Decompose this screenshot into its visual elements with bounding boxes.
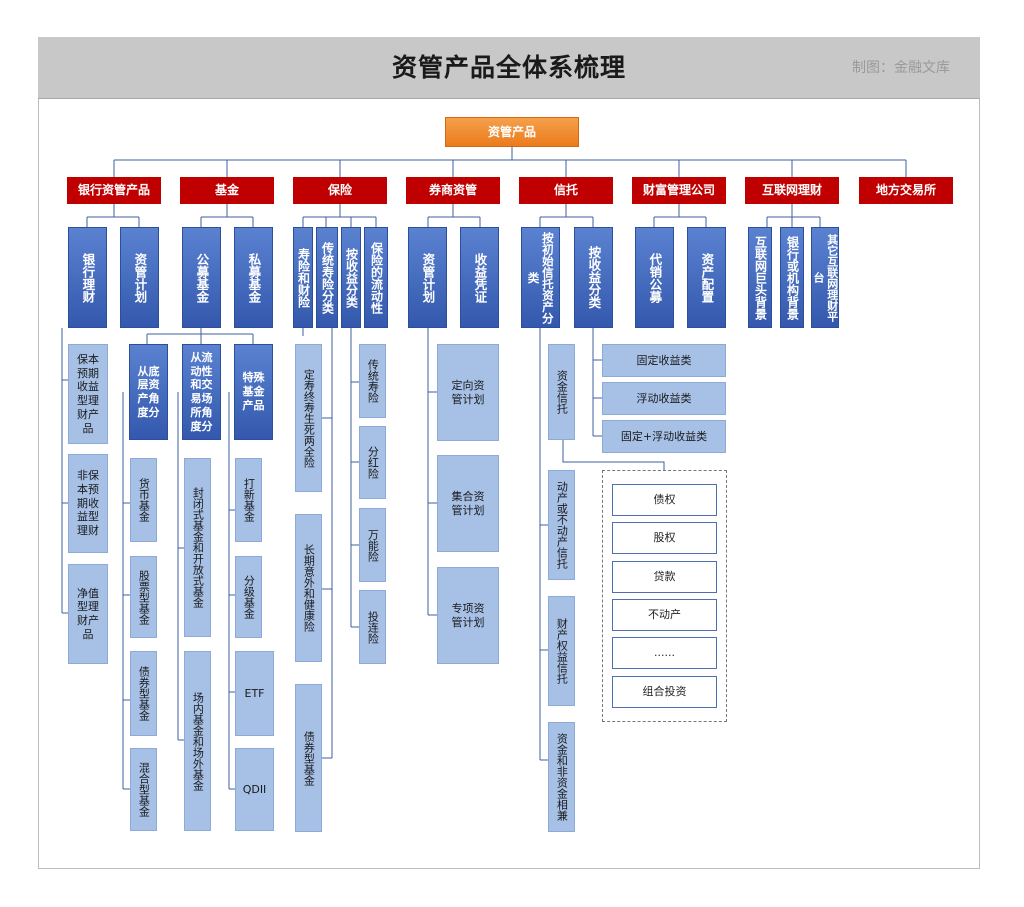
broker-leaf: 集合资管计划: [437, 455, 499, 552]
trust-fund-use: 股权: [612, 522, 717, 554]
bank-leaf: 保本预期收益型理财产品: [68, 344, 108, 444]
fund-angle: 从流动性和交易场所角度分: [182, 344, 221, 440]
credit-label: 制图：金融文库: [852, 60, 950, 76]
insurance-life-leaf: 债券型基金: [295, 684, 322, 832]
fund-angle: 从底层资产角度分: [129, 344, 168, 440]
insurance-income-leaf: 投连险: [359, 590, 386, 664]
internet-sub: 互联网巨头背景: [748, 227, 772, 328]
trust-sub: 按初始信托资产分类: [521, 227, 560, 328]
header-bar: 资管产品全体系梳理 制图：金融文库: [38, 37, 980, 99]
fund-angle: 特殊基金产品: [234, 344, 273, 440]
fund-special-leaf: 打新基金: [235, 458, 262, 542]
insurance-life-leaf: 长期意外和健康险: [295, 514, 322, 662]
trust-asset-leaf: 资金和非资金相兼: [548, 722, 575, 832]
category-fund: 基金: [180, 177, 274, 204]
category-insurance: 保险: [293, 177, 387, 204]
insurance-sub: 传统寿险分类: [316, 227, 338, 328]
root-node: 资管产品: [445, 117, 579, 147]
trust-fund-use: ......: [612, 637, 717, 669]
fund-asset-leaf: 债券型基金: [130, 651, 157, 736]
bank-leaf: 非保本预期收益型理财: [68, 454, 108, 553]
insurance-sub: 按收益分类: [341, 227, 361, 328]
wealth-sub: 代销公募: [635, 227, 674, 328]
fund-liquidity-leaf: 封闭式基金和开放式基金: [184, 458, 211, 637]
trust-fund-use: 债权: [612, 484, 717, 516]
insurance-income-leaf: 分红险: [359, 426, 386, 499]
fund-sub: 公募基金: [182, 227, 221, 328]
trust-asset-leaf: 财产权益信托: [548, 596, 575, 706]
trust-income-leaf: 固定+浮动收益类: [602, 420, 726, 453]
page-title: 资管产品全体系梳理: [391, 53, 626, 82]
trust-sub: 按收益分类: [574, 227, 613, 328]
bank-sub: 银行理财: [68, 227, 107, 328]
fund-asset-leaf: 股票型基金: [130, 556, 157, 638]
trust-fund-uses-group: [602, 470, 727, 722]
category-broker: 券商资管: [406, 177, 500, 204]
internet-sub: 其它互联网理财平台: [811, 227, 839, 328]
fund-special-leaf: QDII: [235, 748, 274, 831]
insurance-sub: 保险的流动性: [364, 227, 388, 328]
fund-liquidity-leaf: 场内基金和场外基金: [184, 651, 211, 831]
wealth-sub: 资产配置: [687, 227, 726, 328]
fund-sub: 私募基金: [234, 227, 273, 328]
insurance-life-leaf: 定寿终寿生死两全险: [295, 344, 322, 492]
trust-income-leaf: 固定收益类: [602, 344, 726, 377]
trust-fund-use: 不动产: [612, 599, 717, 631]
broker-sub: 资管计划: [408, 227, 447, 328]
insurance-sub: 寿险和财险: [293, 227, 313, 328]
category-bank: 银行资管产品: [67, 177, 161, 204]
fund-special-leaf: 分级基金: [235, 556, 262, 638]
category-exchange: 地方交易所: [859, 177, 953, 204]
bank-leaf: 净值型理财产品: [68, 564, 108, 664]
fund-asset-leaf: 货币基金: [130, 458, 157, 542]
trust-asset-leaf: 动产或不动产信托: [548, 470, 575, 580]
trust-asset-leaf: 资金信托: [548, 344, 575, 440]
insurance-income-leaf: 传统寿险: [359, 344, 386, 418]
trust-fund-use: 组合投资: [612, 676, 717, 708]
category-internet: 互联网理财: [745, 177, 839, 204]
broker-leaf: 专项资管计划: [437, 567, 499, 664]
broker-leaf: 定向资管计划: [437, 344, 499, 441]
fund-special-leaf: ETF: [235, 651, 274, 736]
internet-sub: 银行或机构背景: [780, 227, 804, 328]
trust-fund-use: 贷款: [612, 561, 717, 593]
category-trust: 信托: [519, 177, 613, 204]
category-wealth: 财富管理公司: [632, 177, 726, 204]
bank-sub: 资管计划: [120, 227, 159, 328]
trust-income-leaf: 浮动收益类: [602, 382, 726, 415]
fund-asset-leaf: 混合型基金: [130, 748, 157, 831]
broker-sub: 收益凭证: [460, 227, 499, 328]
insurance-income-leaf: 万能险: [359, 508, 386, 582]
